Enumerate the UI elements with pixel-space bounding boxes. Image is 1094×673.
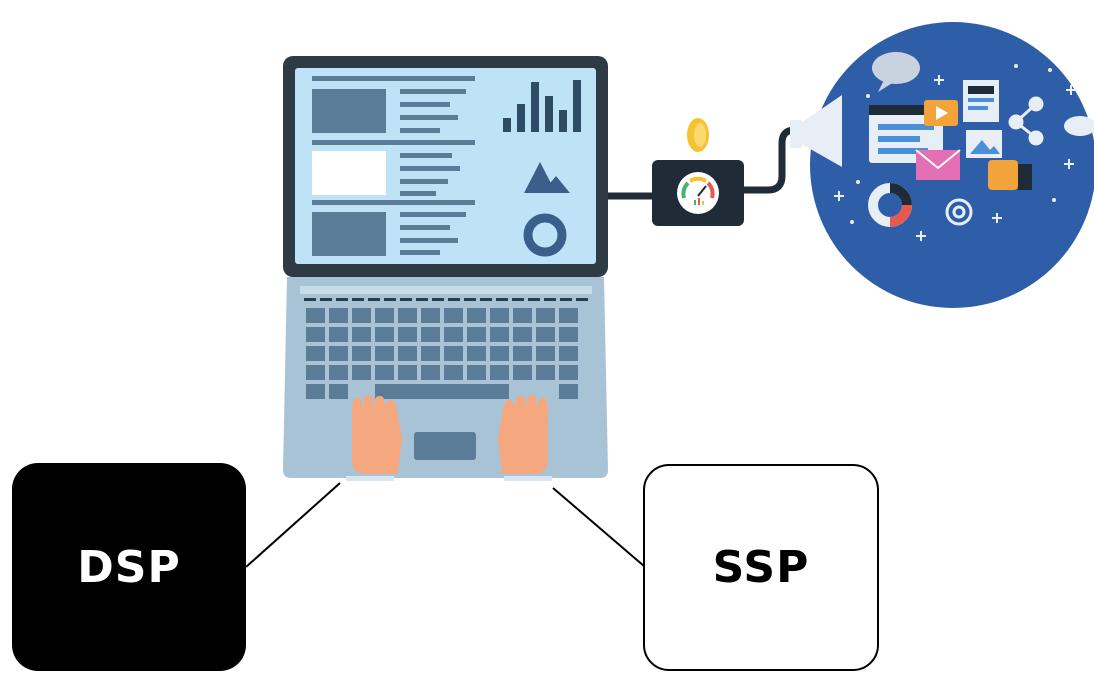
ssp-node: SSP	[643, 464, 879, 671]
digital-media-icon	[790, 22, 1094, 308]
hands-icon	[352, 395, 548, 474]
coin-icon	[687, 118, 709, 152]
dsp-node: DSP	[12, 463, 246, 671]
ssp-connector-line	[552, 487, 645, 567]
cable	[602, 126, 804, 200]
dsp-connector-line	[245, 482, 341, 568]
dsp-label: DSP	[77, 541, 181, 593]
gauge-icon	[652, 160, 744, 226]
laptop-icon	[283, 56, 608, 481]
ssp-label: SSP	[712, 542, 810, 593]
